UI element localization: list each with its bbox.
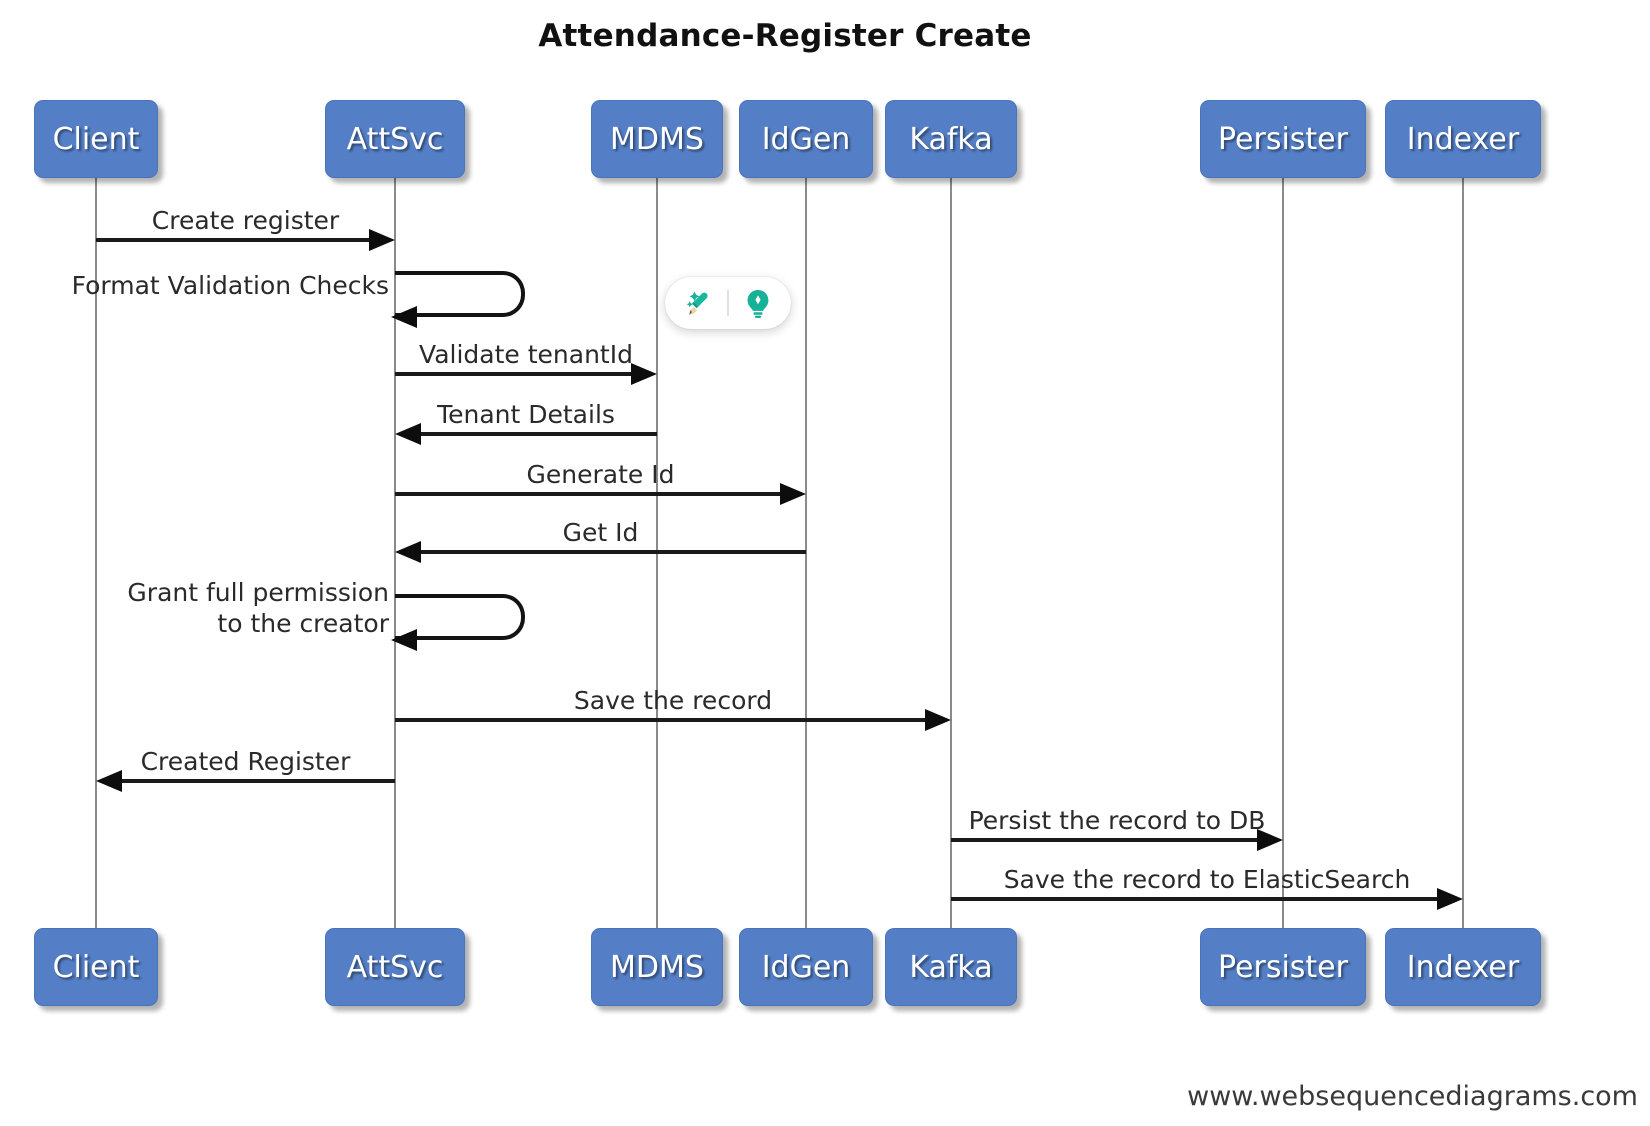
arrow-head xyxy=(369,229,395,251)
arrow-head xyxy=(391,629,417,651)
message-label-m5: Generate Id xyxy=(526,460,675,489)
message-label-m8: Save the record xyxy=(573,686,773,715)
participant-idgen-bottom[interactable]: IdGen xyxy=(739,928,873,1006)
participant-mdms-bottom[interactable]: MDMS xyxy=(591,928,723,1006)
lifeline-mdms xyxy=(656,178,658,970)
arrow-shaft xyxy=(96,238,373,242)
lifeline-client xyxy=(95,178,97,970)
self-message-m7 xyxy=(391,594,525,651)
arrow-head xyxy=(96,770,122,792)
lifeline-persister xyxy=(1282,178,1284,970)
arrow-shaft xyxy=(395,372,635,376)
participant-kafka-bottom[interactable]: Kafka xyxy=(885,928,1017,1006)
arrow-head xyxy=(1437,888,1463,910)
lifeline-idgen xyxy=(805,178,807,970)
arrow-shaft xyxy=(951,838,1261,842)
participant-mdms-top[interactable]: MDMS xyxy=(591,100,723,178)
message-label-m2: Format Validation Checks xyxy=(71,270,389,300)
message-label-m3: Validate tenantId xyxy=(419,340,633,369)
participant-client-bottom[interactable]: Client xyxy=(34,928,158,1006)
arrow-head xyxy=(631,363,657,385)
lifeline-indexer xyxy=(1462,178,1464,970)
message-label-m11: Save the record to ElasticSearch xyxy=(1003,865,1411,894)
lifeline-attsvc xyxy=(394,178,396,970)
participant-persister-bottom[interactable]: Persister xyxy=(1200,928,1366,1006)
arrow-shaft xyxy=(395,718,929,722)
message-label-m7: Grant full permission to the creator xyxy=(127,578,389,638)
arrow-head xyxy=(925,709,951,731)
message-label-m1: Create register xyxy=(151,206,340,235)
participant-client-top[interactable]: Client xyxy=(34,100,158,178)
arrow-head xyxy=(391,306,417,328)
arrow-shaft xyxy=(417,550,806,554)
participant-idgen-top[interactable]: IdGen xyxy=(739,100,873,178)
ai-assistant-toolbar[interactable] xyxy=(665,277,791,329)
lightbulb-icon[interactable] xyxy=(729,279,787,327)
arrow-head xyxy=(1257,829,1283,851)
participant-persister-top[interactable]: Persister xyxy=(1200,100,1366,178)
arrow-shaft xyxy=(118,779,395,783)
message-label-m9: Created Register xyxy=(140,747,351,776)
message-label-m4: Tenant Details xyxy=(437,400,615,429)
participant-indexer-bottom[interactable]: Indexer xyxy=(1385,928,1541,1006)
message-label-m6: Get Id xyxy=(562,518,639,547)
participant-indexer-top[interactable]: Indexer xyxy=(1385,100,1541,178)
participant-attsvc-top[interactable]: AttSvc xyxy=(325,100,465,178)
participant-attsvc-bottom[interactable]: AttSvc xyxy=(325,928,465,1006)
magic-pencil-icon[interactable] xyxy=(669,279,727,327)
arrow-shaft xyxy=(951,897,1441,901)
arrow-head xyxy=(780,483,806,505)
message-label-m10: Persist the record to DB xyxy=(968,806,1266,835)
arrow-head xyxy=(395,541,421,563)
arrow-shaft xyxy=(417,432,657,436)
arrow-head xyxy=(395,423,421,445)
lifeline-kafka xyxy=(950,178,952,970)
toolbar-divider xyxy=(727,290,729,316)
page-title: Attendance-Register Create xyxy=(538,18,1032,54)
self-message-m2 xyxy=(391,271,525,328)
arrow-shaft xyxy=(395,492,784,496)
watermark-text: www.websequencediagrams.com xyxy=(1187,1081,1638,1112)
participant-kafka-top[interactable]: Kafka xyxy=(885,100,1017,178)
